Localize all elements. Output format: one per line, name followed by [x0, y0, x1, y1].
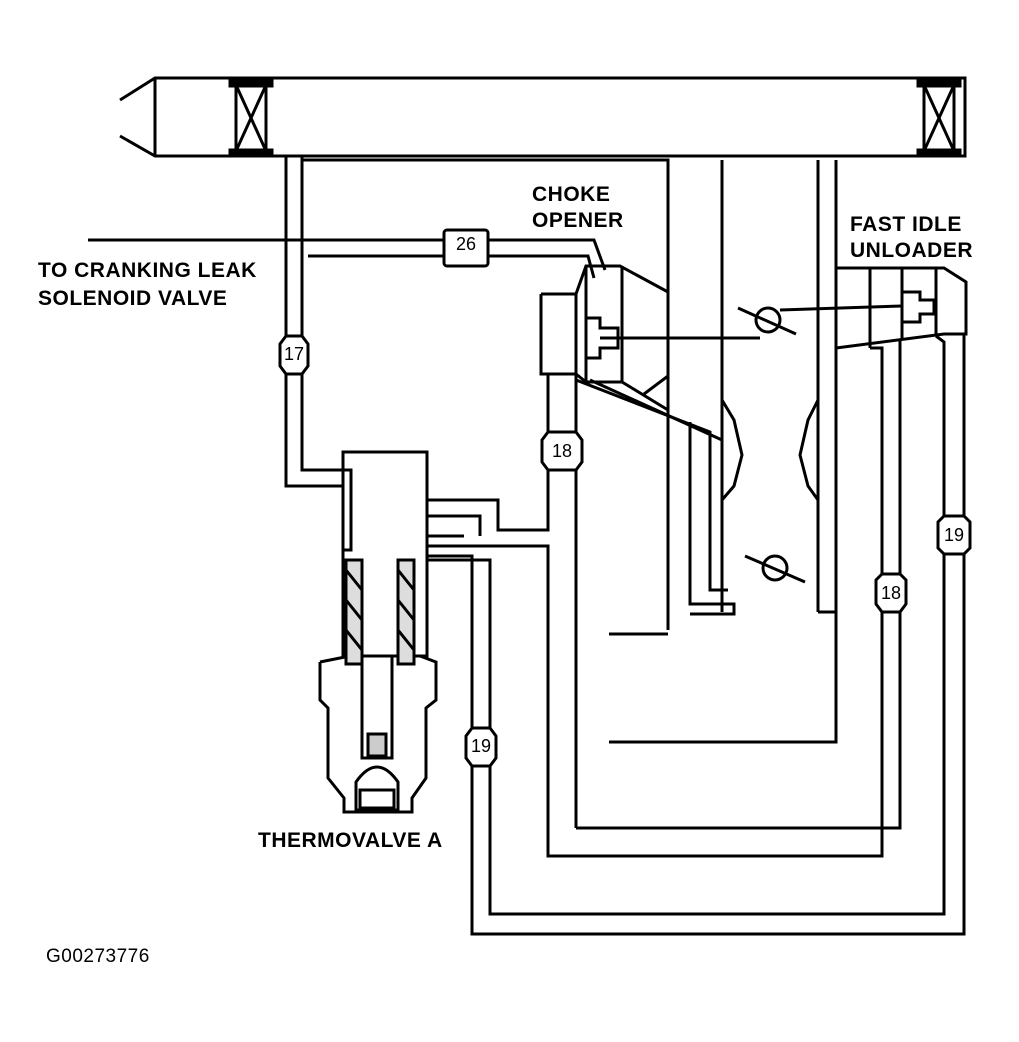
thermovalve-label: THERMOVALVE A — [258, 829, 443, 852]
thermovalve-spring — [344, 558, 416, 666]
hose-17 — [278, 156, 343, 488]
right-filter-element — [916, 78, 962, 158]
intake-to-carb-line — [302, 158, 724, 636]
carburetor-barrel — [720, 160, 838, 614]
choke-opener-label-line2: OPENER — [532, 209, 624, 232]
hose-17-label: 17 — [283, 344, 305, 364]
choke-opener-label-line1: CHOKE — [532, 183, 611, 206]
fast-idle-label-line2: UNLOADER — [850, 239, 973, 262]
carb-port-lines — [609, 348, 838, 744]
choke-linkage — [575, 378, 736, 616]
hose-19 — [464, 334, 972, 936]
choke-valve — [737, 306, 797, 336]
fast-idle-unloader — [779, 266, 968, 350]
hose-18-left-label: 18 — [551, 441, 573, 461]
hose-26-label: 26 — [455, 234, 477, 254]
hose-19-left-label: 19 — [470, 736, 492, 756]
hose-26 — [88, 228, 607, 279]
thermovalve-ports — [427, 430, 550, 740]
hose-19-right-label: 19 — [943, 525, 965, 545]
cranking-label-line1: TO CRANKING LEAK — [38, 259, 257, 282]
left-filter-element — [228, 78, 274, 158]
hose-18-right-label: 18 — [880, 583, 902, 603]
thermovalve-body — [318, 450, 438, 814]
air-intake-tube — [119, 76, 967, 158]
cranking-label-line2: SOLENOID VALVE — [38, 287, 228, 310]
choke-opener — [539, 264, 760, 412]
hose-18-left — [540, 340, 908, 858]
throttle-valve — [744, 554, 806, 584]
figure-code: G00273776 — [46, 946, 150, 967]
fast-idle-label-line1: FAST IDLE — [850, 213, 962, 236]
